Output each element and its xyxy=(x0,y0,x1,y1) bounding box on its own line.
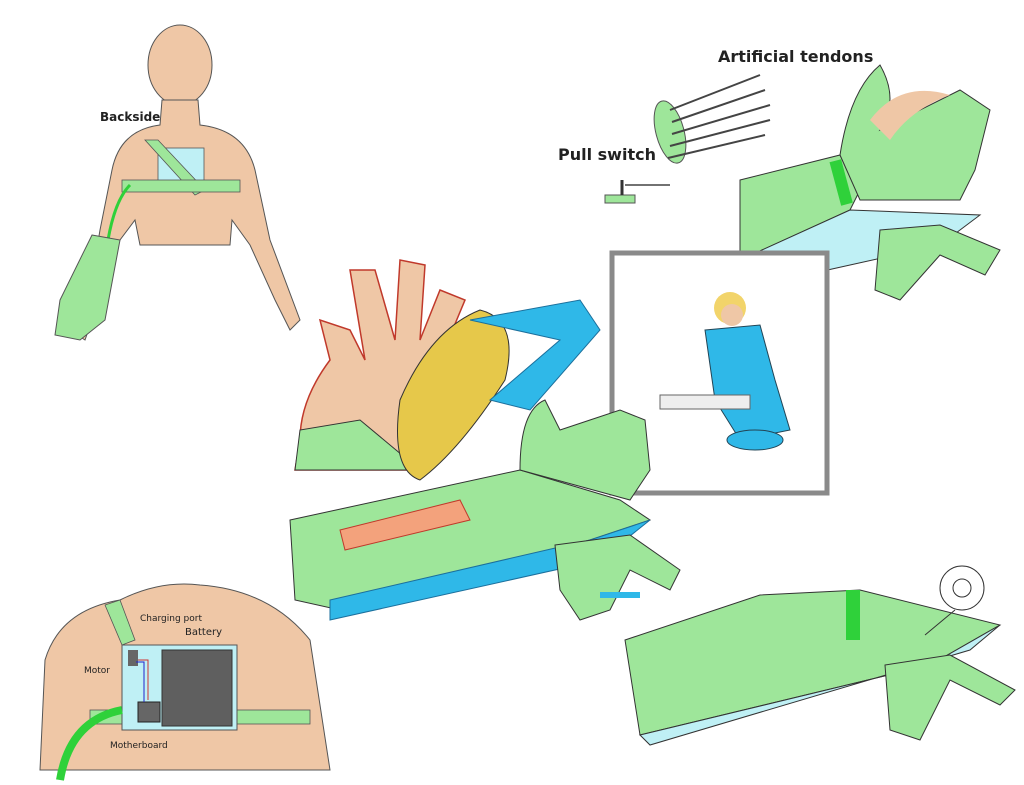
label-pull-switch: Pull switch xyxy=(558,145,656,164)
detail-artificial-tendons: Artificial tendons Pull switch xyxy=(558,47,1001,301)
label-motherboard: Motherboard xyxy=(110,741,168,751)
label-backside: Backside xyxy=(100,110,160,124)
label-artificial-tendons: Artificial tendons xyxy=(718,47,873,66)
figure-back-battery-pack: Charging port Battery Motor Motherboard xyxy=(39,583,331,781)
label-charging-port: Charging port xyxy=(140,614,202,624)
label-motor: Motor xyxy=(84,666,110,676)
label-battery: Battery xyxy=(185,627,222,638)
figure-backside-view: Backside xyxy=(54,24,301,341)
center-glove-sketches xyxy=(289,259,681,621)
glove-side-view-mechanism xyxy=(624,565,1016,746)
